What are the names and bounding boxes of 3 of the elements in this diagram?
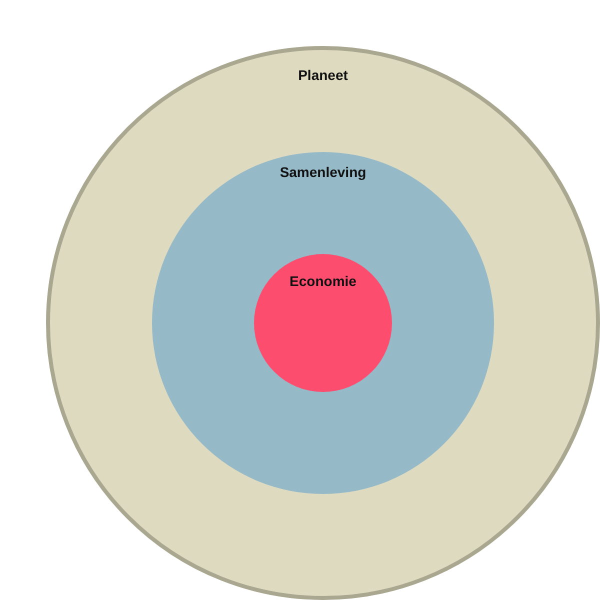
- circle-label: Economie: [290, 273, 356, 289]
- circle-label: Samenleving: [280, 164, 366, 180]
- circle-label: Planeet: [298, 67, 348, 83]
